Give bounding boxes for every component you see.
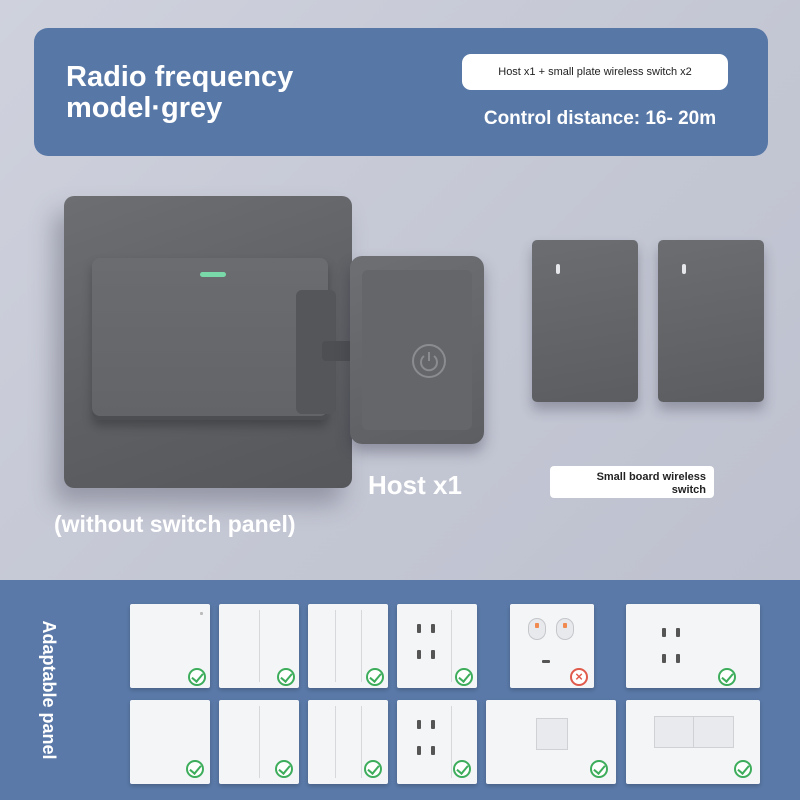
check-icon [364,760,382,778]
panel-divider [451,706,452,778]
panel-divider [451,610,452,682]
check-icon [366,668,384,686]
check-icon [188,668,206,686]
check-icon [186,760,204,778]
socket-pin [662,654,666,663]
check-icon [734,760,752,778]
mini-led [682,264,686,274]
check-icon [453,760,471,778]
indicator-led [200,272,226,277]
top-banner: Radio frequency model·grey Host x1 + sma… [34,28,768,156]
wall-switch-plate [64,196,358,488]
socket-pin [417,624,421,633]
without-panel-note: (without switch panel) [54,511,296,537]
socket-pin [676,628,680,637]
socket-pin [417,746,421,755]
socket-pin [431,624,435,633]
square-button [536,718,568,750]
check-icon [590,760,608,778]
host-connector-peg [322,341,358,361]
small-wireless-switch [658,240,764,402]
package-contents-pill: Host x1 + small plate wireless switch x2 [462,54,728,90]
double-button [654,716,734,748]
adaptable-panel-label: Adaptable panel [39,620,59,760]
socket-pin [676,654,680,663]
host-face [362,270,472,430]
socket-pin [417,650,421,659]
round-button [528,618,546,640]
small-wireless-switch [532,240,638,402]
host-unit [350,256,484,444]
power-icon [412,344,446,378]
socket-pin [662,628,666,637]
socket-pin [417,720,421,729]
mini-led [556,264,560,274]
panel-divider [335,706,336,778]
check-icon [455,668,473,686]
rocker-switch [92,258,328,420]
control-distance: Control distance: 16- 20m [483,108,717,129]
socket-pin [431,746,435,755]
panel-wide-2-gang [626,700,760,784]
small-switch-label: Small board wireless switch [550,466,714,498]
banner-title: Radio frequency model·grey [66,61,294,124]
panel-divider [259,706,260,778]
socket-pin [431,720,435,729]
panel-wide-socket [626,604,760,688]
check-icon [718,668,736,686]
socket-pin [431,650,435,659]
panel-divider [361,706,362,778]
check-icon [277,668,295,686]
cross-icon: × [570,668,588,686]
button-divider [693,717,694,747]
panel-divider [335,610,336,682]
panel-divider [361,610,362,682]
check-icon [275,760,293,778]
host-label: Host x1 [368,470,462,500]
panel-divider [259,610,260,682]
round-button [556,618,574,640]
panel-dot [200,612,203,615]
socket-pin [542,660,550,663]
